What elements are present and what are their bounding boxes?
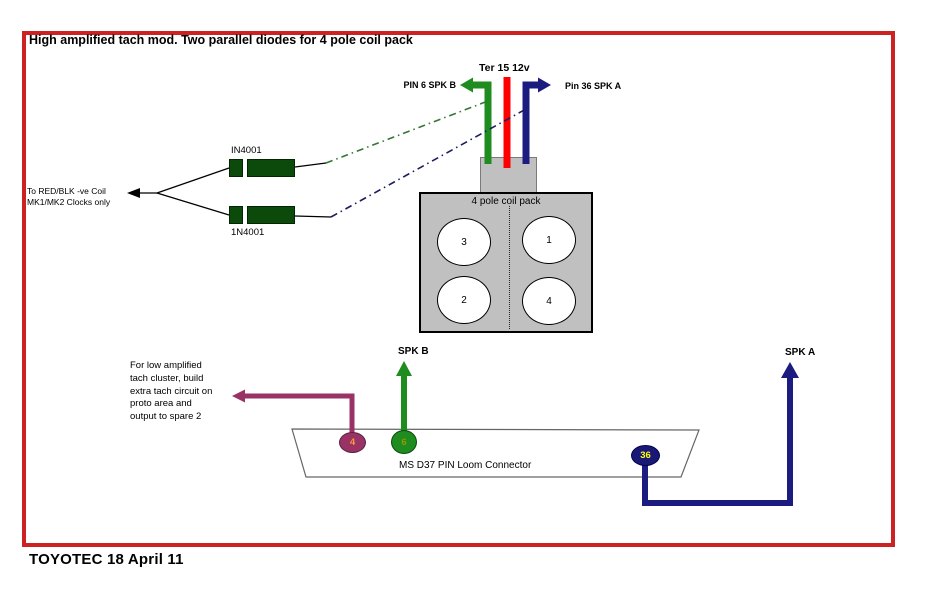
spk-b-label: SPK B bbox=[398, 346, 429, 357]
coil-pack-label: 4 pole coil pack bbox=[471, 196, 541, 207]
navy-right-arrowhead bbox=[538, 77, 551, 93]
red-blk-coil-note: To RED/BLK -ve Coil MK1/MK2 Clocks only bbox=[27, 186, 110, 208]
green-wire-top bbox=[469, 81, 492, 164]
diode-1-body bbox=[247, 159, 295, 177]
coil-pole-3: 3 bbox=[437, 218, 491, 266]
navy-up-arrowhead bbox=[781, 362, 799, 378]
ter-15-12v-label: Ter 15 12v bbox=[479, 62, 530, 74]
coil-note-line-1: To RED/BLK -ve Coil bbox=[27, 186, 106, 196]
coil-note-line-2: MK1/MK2 Clocks only bbox=[27, 197, 111, 207]
branch-line-to-diode-2 bbox=[156, 192, 230, 216]
green-up-arrowhead bbox=[396, 361, 412, 376]
connector-pin-6: 6 bbox=[391, 430, 417, 454]
pin-6-spk-b-label: PIN 6 SPK B bbox=[403, 80, 456, 90]
diode-1-label: IN4001 bbox=[231, 145, 262, 156]
proto-note-line-5: output to spare 2 bbox=[130, 411, 202, 423]
purple-left-arrowhead bbox=[232, 389, 245, 403]
pin-36-spk-a-label: Pin 36 SPK A bbox=[565, 81, 622, 91]
green-left-arrowhead bbox=[460, 77, 473, 93]
black-left-arrowhead bbox=[127, 188, 140, 198]
footer-text: TOYOTEC 18 April 11 bbox=[29, 551, 184, 568]
coil-pole-1: 1 bbox=[522, 216, 576, 264]
diode-2-body bbox=[247, 206, 295, 224]
proto-area-note: For low amplified tach cluster, build ex… bbox=[130, 360, 212, 424]
branch-line-to-diode-1 bbox=[156, 167, 230, 194]
diode-2-band bbox=[229, 206, 243, 224]
connector-pin-4: 4 bbox=[339, 432, 366, 453]
spk-a-label: SPK A bbox=[785, 347, 816, 358]
diode-1-lead-line bbox=[294, 162, 327, 168]
coil-pole-2: 2 bbox=[437, 276, 491, 324]
proto-note-line-2: tach cluster, build bbox=[130, 372, 204, 384]
connector-pin-36: 36 bbox=[631, 445, 660, 466]
proto-note-line-1: For low amplified bbox=[130, 360, 202, 371]
page-border-frame bbox=[22, 31, 895, 547]
navy-wire-spk-a bbox=[642, 377, 793, 506]
proto-note-line-3: extra tach circuit on bbox=[130, 385, 213, 397]
coil-pack-divider-line bbox=[509, 206, 510, 329]
diode-2-label: 1N4001 bbox=[231, 227, 265, 238]
navy-wire-top bbox=[522, 81, 543, 164]
page-title: High amplified tach mod. Two parallel di… bbox=[29, 33, 413, 47]
coil-pack-box: 4 pole coil pack 3 1 2 4 bbox=[419, 192, 593, 333]
d37-connector-label: MS D37 PIN Loom Connector bbox=[399, 460, 532, 471]
proto-note-line-4: proto area and bbox=[130, 398, 192, 410]
green-dashdot-wire bbox=[325, 100, 489, 164]
diode-1-band bbox=[229, 159, 243, 177]
coil-pole-4: 4 bbox=[522, 277, 576, 325]
navy-dashdot-wire bbox=[330, 108, 527, 218]
purple-wire-pin4 bbox=[243, 393, 355, 434]
diode-2-lead-line bbox=[294, 215, 332, 218]
